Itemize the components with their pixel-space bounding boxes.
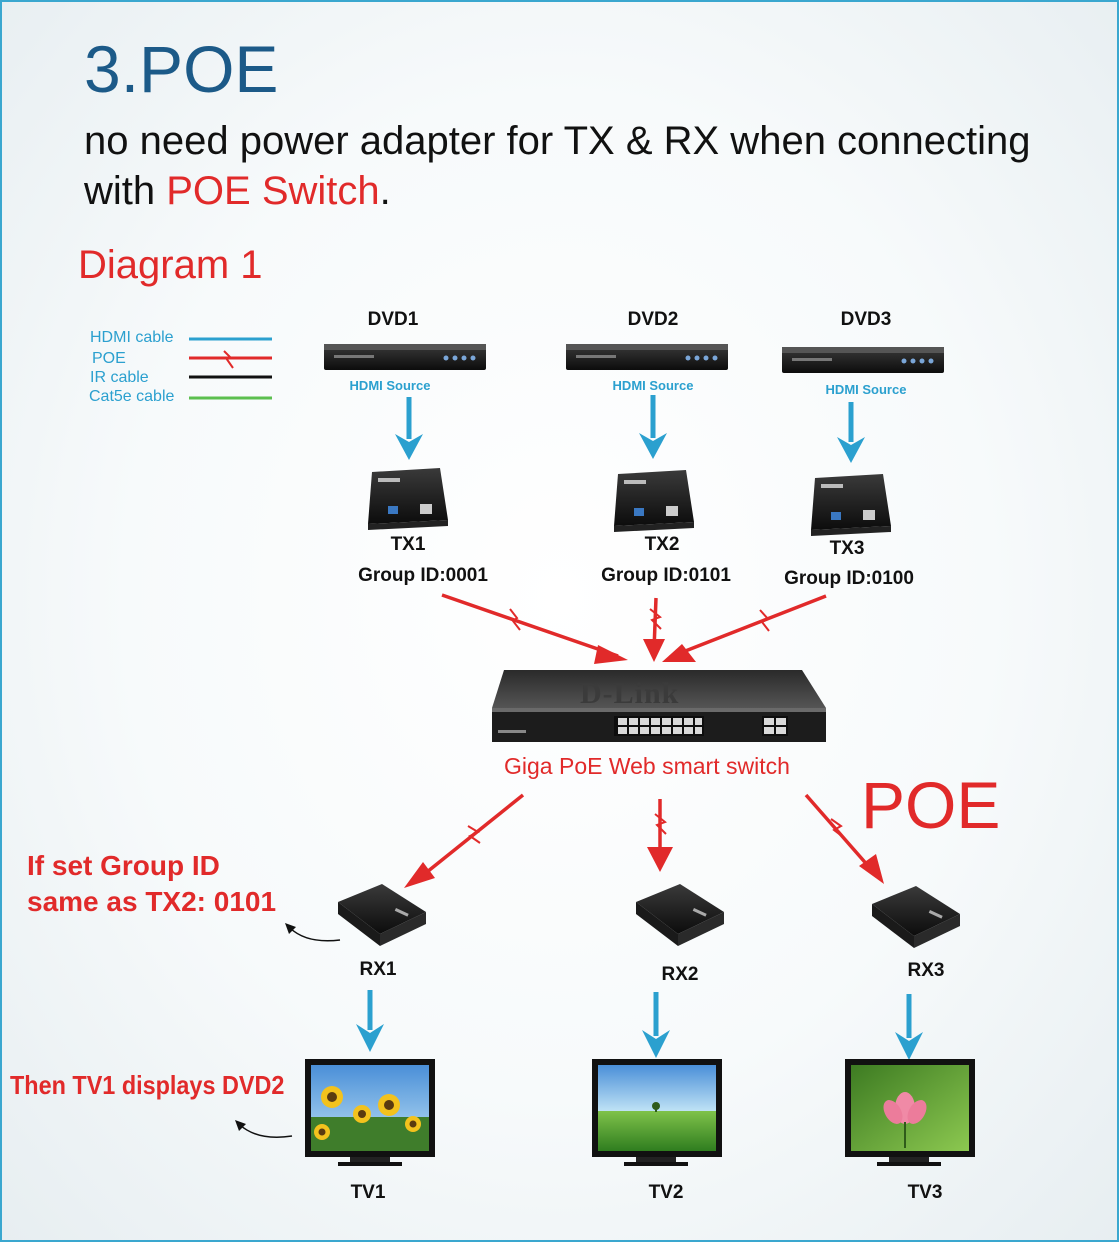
poe-arrowhead-tx1	[594, 645, 628, 664]
group-id-note-line1: If set Group ID	[27, 850, 220, 881]
poe-big-label: POE	[861, 768, 1001, 842]
dvd-player-3	[782, 347, 944, 373]
group-id-note: If set Group ID same as TX2: 0101	[27, 848, 276, 920]
dvd-player-1	[324, 344, 486, 370]
hdmi-arrowhead-rx2	[642, 1030, 670, 1058]
subtitle-end: .	[379, 169, 391, 213]
rx-device-1	[338, 884, 426, 946]
hdmi-arrowhead-1	[395, 434, 423, 460]
legend-label-ir: IR cable	[90, 369, 149, 386]
legend-label-cat5e: Cat5e cable	[89, 388, 175, 405]
tv1-pointer-arrow	[239, 1124, 293, 1138]
poe-arrowhead-tx2	[643, 639, 665, 662]
poe-arrows-to-rx	[420, 793, 872, 878]
legend-poe-bolt-icon	[223, 350, 234, 369]
page-subtitle: no need power adapter for TX & RX when c…	[84, 116, 1094, 216]
dvd3-label: DVD3	[840, 309, 892, 330]
rx1-pointer-arrow	[289, 927, 341, 942]
group-id-note-line2: same as TX2: 0101	[27, 886, 277, 917]
dvd1-label: DVD1	[367, 309, 419, 330]
poe-arrowhead-tx3	[662, 644, 696, 662]
dvd3-source-label: HDMI Source	[825, 382, 907, 397]
hdmi-arrowhead-3	[837, 437, 865, 463]
legend-lines	[189, 337, 272, 400]
tx1-group-id: Group ID:0001	[358, 565, 488, 586]
poe-arrowhead-rx3	[859, 854, 884, 884]
poe-switch-device	[492, 670, 826, 742]
sunflower-icon	[314, 1086, 421, 1140]
poe-arrows-to-switch	[441, 593, 827, 659]
tv1-display-note: Then TV1 displays DVD2	[10, 1070, 285, 1100]
tv-3	[845, 1059, 975, 1166]
tx2-label: TX2	[644, 534, 680, 555]
rx-device-3	[872, 886, 960, 948]
switch-brand-logo: D-Link	[580, 677, 680, 710]
hdmi-arrowhead-rx1	[356, 1024, 384, 1052]
tx3-label: TX3	[829, 538, 865, 559]
subtitle-highlight: POE Switch	[166, 169, 380, 213]
dvd-player-2	[566, 344, 728, 370]
legend-label-poe: POE	[92, 350, 126, 367]
tx1-label: TX1	[390, 534, 426, 555]
poe-arrowhead-rx2	[647, 847, 673, 872]
tx-device-2	[614, 470, 694, 532]
tv-2	[592, 1059, 722, 1166]
tv1-label: TV1	[350, 1182, 386, 1203]
rx1-label: RX1	[359, 959, 397, 980]
legend-label-hdmi: HDMI cable	[90, 329, 174, 346]
diagram-title: Diagram 1	[78, 243, 263, 287]
tx-device-3	[811, 474, 891, 536]
tv1-pointer-arrowhead	[235, 1120, 246, 1131]
hdmi-arrowhead-rx3	[895, 1032, 923, 1060]
switch-label: Giga PoE Web smart switch	[504, 753, 790, 779]
lotus-flower-icon	[883, 1092, 927, 1148]
tv2-label: TV2	[648, 1182, 684, 1203]
rx-device-2	[636, 884, 724, 946]
subtitle-text: no need power adapter for TX & RX when c…	[84, 119, 1031, 213]
poe-arrowhead-rx1	[404, 862, 435, 888]
tx2-group-id: Group ID:0101	[601, 565, 731, 586]
page-title: 3.POE	[84, 32, 279, 106]
hdmi-arrows-top	[395, 395, 865, 463]
rx1-pointer-arrowhead	[285, 923, 296, 934]
dvd2-source-label: HDMI Source	[612, 378, 694, 393]
tv-1	[305, 1059, 435, 1166]
rx2-label: RX2	[661, 964, 699, 985]
rx3-label: RX3	[907, 960, 945, 981]
hdmi-arrowhead-2	[639, 433, 667, 459]
dvd1-source-label: HDMI Source	[349, 378, 431, 393]
tx-device-1	[368, 468, 448, 530]
tv3-label: TV3	[907, 1182, 943, 1203]
hdmi-arrows-bottom	[356, 990, 923, 1060]
tx3-group-id: Group ID:0100	[784, 568, 914, 589]
dvd2-label: DVD2	[627, 309, 679, 330]
